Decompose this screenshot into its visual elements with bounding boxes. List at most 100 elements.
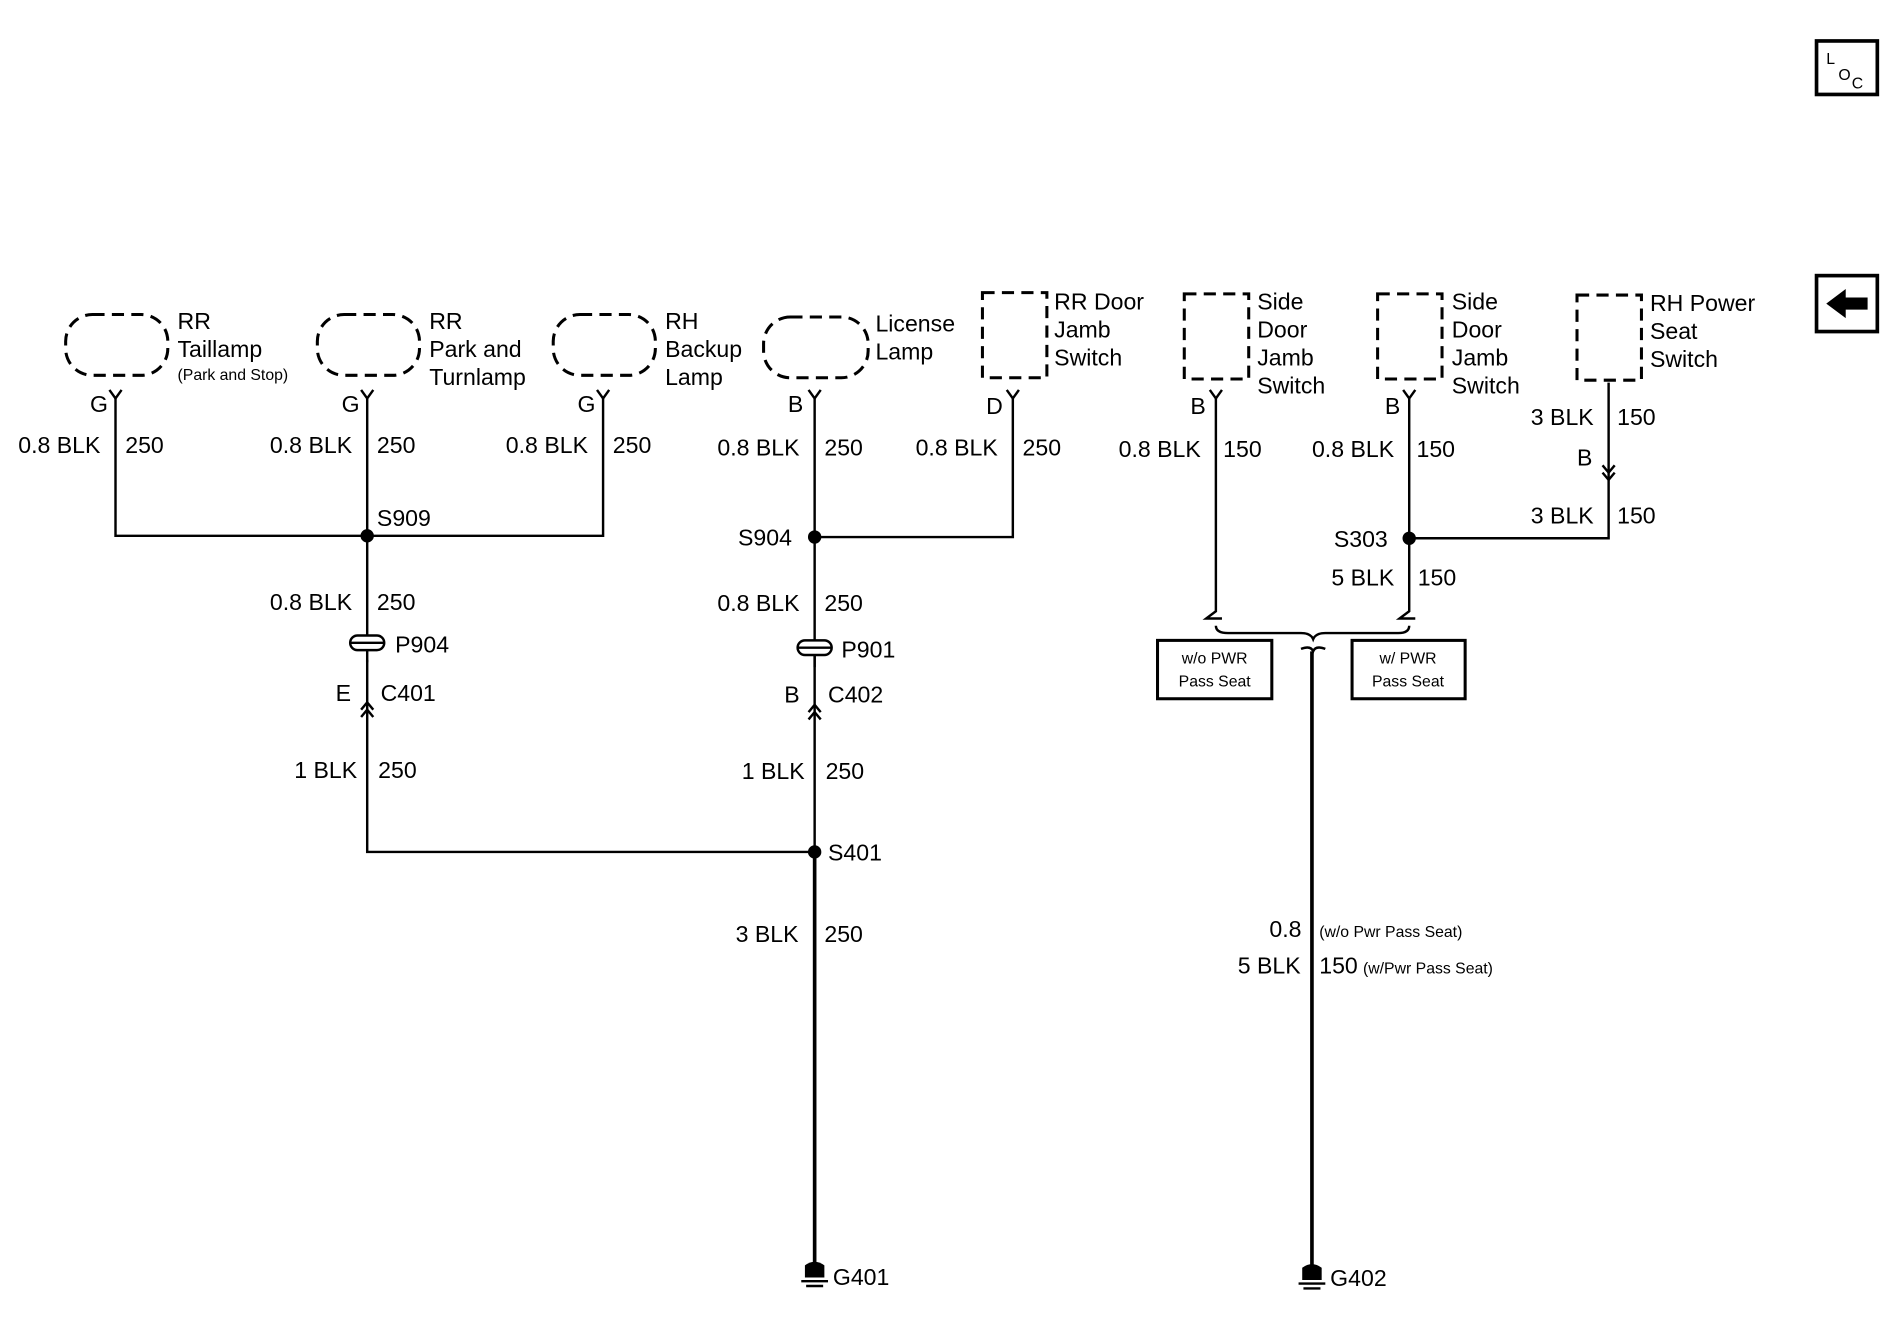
splice-s401: S401 <box>807 839 882 865</box>
svg-text:S303: S303 <box>1334 526 1388 552</box>
svg-text:150: 150 <box>1617 404 1656 430</box>
svg-text:Pass Seat: Pass Seat <box>1179 674 1252 691</box>
svg-text:5 BLK: 5 BLK <box>1331 565 1395 591</box>
option-box-w-pwr: w/ PWR Pass Seat <box>1350 638 1467 701</box>
option-box-wo-pwr: w/o PWR Pass Seat <box>1156 638 1274 701</box>
svg-text:G: G <box>342 391 360 417</box>
svg-text:G: G <box>90 391 108 417</box>
svg-text:w/ PWR: w/ PWR <box>1378 650 1436 667</box>
svg-text:1 BLK: 1 BLK <box>294 757 358 783</box>
svg-text:G401: G401 <box>833 1264 890 1290</box>
svg-text:3 BLK: 3 BLK <box>736 921 800 947</box>
svg-text:250: 250 <box>378 757 417 783</box>
svg-text:Turnlamp: Turnlamp <box>429 364 526 390</box>
svg-text:Door: Door <box>1452 317 1502 343</box>
side-door-jamb-switch-2: Side Door Jamb Switch B <box>1376 289 1520 419</box>
svg-text:3 BLK: 3 BLK <box>1531 503 1595 529</box>
svg-text:250: 250 <box>377 432 416 458</box>
svg-text:1 BLK: 1 BLK <box>742 758 806 784</box>
svg-text:Switch: Switch <box>1650 346 1718 372</box>
svg-text:250: 250 <box>1023 435 1062 461</box>
svg-text:0.8 BLK: 0.8 BLK <box>1312 436 1395 462</box>
svg-text:150: 150 <box>1418 565 1457 591</box>
splice-s904: S904 <box>738 525 822 551</box>
svg-text:O: O <box>1838 67 1850 84</box>
rh-backup-lamp: RH Backup Lamp G <box>551 308 742 417</box>
rr-park-turnlamp: RR Park and Turnlamp G <box>315 308 526 417</box>
seat-connector: B <box>1577 444 1616 482</box>
svg-text:250: 250 <box>125 432 164 458</box>
svg-text:Pass Seat: Pass Seat <box>1372 674 1445 691</box>
svg-text:C402: C402 <box>828 681 883 707</box>
svg-text:(w/o Pwr Pass Seat): (w/o Pwr Pass Seat) <box>1319 924 1462 941</box>
svg-text:D: D <box>986 393 1003 419</box>
svg-text:Taillamp: Taillamp <box>178 336 263 362</box>
svg-text:S401: S401 <box>828 839 882 865</box>
svg-text:5 BLK: 5 BLK <box>1238 953 1302 979</box>
svg-text:0.8 BLK: 0.8 BLK <box>717 590 800 616</box>
svg-text:B: B <box>1577 444 1592 470</box>
svg-text:250: 250 <box>824 590 863 616</box>
svg-text:E: E <box>336 680 351 706</box>
svg-text:0.8 BLK: 0.8 BLK <box>18 432 101 458</box>
svg-text:S909: S909 <box>377 505 431 531</box>
rh-power-seat-switch: RH Power Seat Switch <box>1575 290 1756 382</box>
svg-text:L: L <box>1826 51 1835 68</box>
svg-text:0.8 BLK: 0.8 BLK <box>1119 436 1202 462</box>
svg-text:B: B <box>788 391 803 417</box>
svg-text:B: B <box>784 681 799 707</box>
splice-s909: S909 <box>360 505 431 543</box>
connector-c401: E C401 <box>336 680 436 718</box>
side-door-jamb-switch-1: Side Door Jamb Switch B <box>1182 289 1325 419</box>
svg-text:G402: G402 <box>1330 1265 1387 1291</box>
svg-text:C401: C401 <box>381 680 436 706</box>
svg-text:(w/Pwr Pass Seat): (w/Pwr Pass Seat) <box>1363 961 1493 978</box>
svg-text:0.8 BLK: 0.8 BLK <box>270 589 353 615</box>
svg-text:Switch: Switch <box>1054 345 1122 371</box>
svg-text:150: 150 <box>1223 436 1262 462</box>
svg-text:150: 150 <box>1417 436 1456 462</box>
svg-text:G: G <box>578 391 596 417</box>
svg-text:(Park and Stop): (Park and Stop) <box>178 367 289 384</box>
svg-text:250: 250 <box>613 432 652 458</box>
svg-text:250: 250 <box>377 589 416 615</box>
rr-taillamp: RR Taillamp (Park and Stop) G <box>64 308 289 417</box>
svg-text:P901: P901 <box>841 636 895 662</box>
svg-text:RR: RR <box>429 308 462 334</box>
grommet-p901: P901 <box>796 636 895 668</box>
svg-text:Switch: Switch <box>1452 373 1520 399</box>
left-arrow-icon[interactable] <box>1814 273 1880 334</box>
svg-text:P904: P904 <box>395 632 449 658</box>
svg-text:0.8 BLK: 0.8 BLK <box>506 432 589 458</box>
svg-text:RR: RR <box>178 308 211 334</box>
svg-text:C: C <box>1852 75 1863 92</box>
grommet-p904: P904 <box>348 632 449 663</box>
svg-text:250: 250 <box>824 921 863 947</box>
license-lamp: License Lamp B <box>762 311 955 417</box>
ground-g402: G402 <box>1298 1264 1387 1291</box>
svg-text:150: 150 <box>1617 503 1656 529</box>
svg-text:250: 250 <box>824 435 863 461</box>
svg-text:Lamp: Lamp <box>665 364 723 390</box>
svg-text:Jamb: Jamb <box>1452 345 1508 371</box>
svg-text:Door: Door <box>1257 317 1307 343</box>
ground-g401: G401 <box>801 1261 890 1290</box>
svg-text:Switch: Switch <box>1257 373 1325 399</box>
svg-text:RR Door: RR Door <box>1054 289 1144 315</box>
svg-text:3 BLK: 3 BLK <box>1531 404 1595 430</box>
svg-text:250: 250 <box>826 758 865 784</box>
connector-c402: B C402 <box>784 681 883 721</box>
svg-text:B: B <box>1385 393 1400 419</box>
svg-text:150: 150 <box>1319 953 1358 979</box>
svg-text:0.8 BLK: 0.8 BLK <box>916 435 999 461</box>
location-icon[interactable]: L O C <box>1814 39 1880 97</box>
svg-text:0.8 BLK: 0.8 BLK <box>270 432 353 458</box>
rr-door-jamb-switch: RR Door Jamb Switch D <box>980 289 1144 419</box>
svg-text:0.8: 0.8 <box>1269 916 1301 942</box>
svg-text:S904: S904 <box>738 525 792 551</box>
svg-text:w/o PWR: w/o PWR <box>1181 650 1248 667</box>
svg-text:0.8 BLK: 0.8 BLK <box>717 435 800 461</box>
svg-text:RH Power: RH Power <box>1650 290 1756 316</box>
svg-text:License: License <box>875 311 955 337</box>
